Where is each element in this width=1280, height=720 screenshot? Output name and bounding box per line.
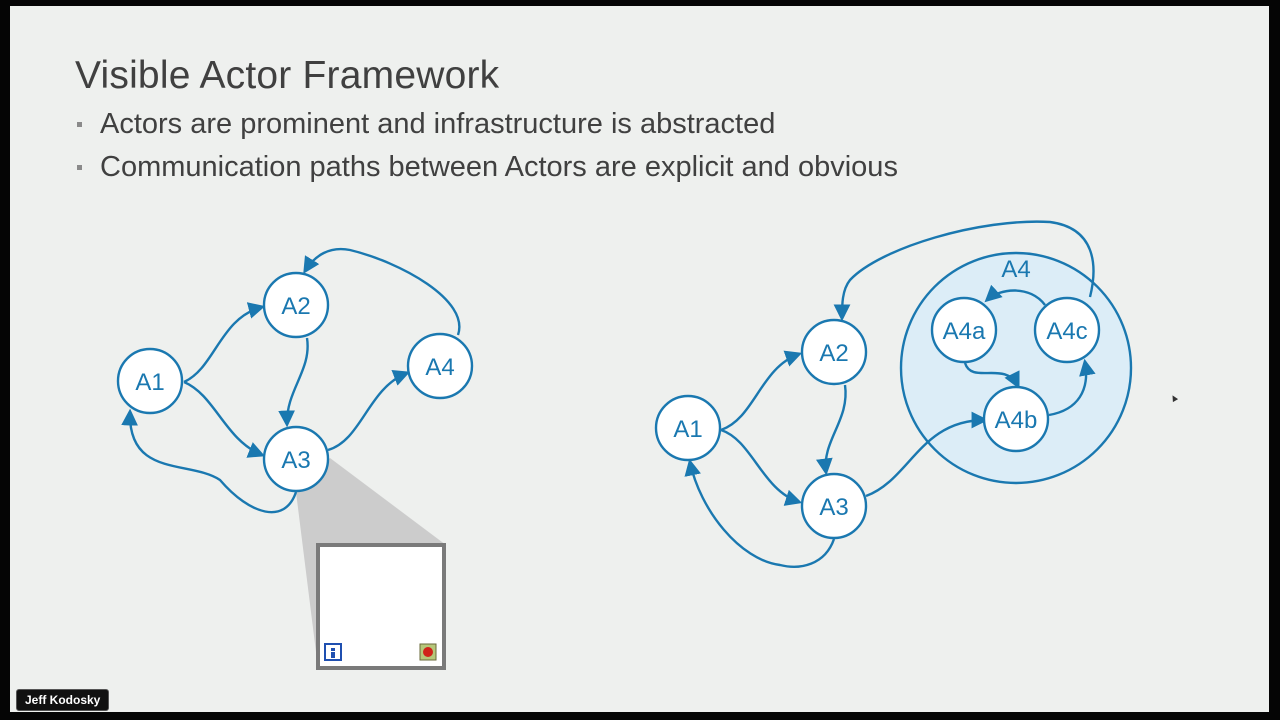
- edge-r-a4c-a2: [833, 220, 1095, 322]
- info-icon: [324, 643, 342, 661]
- right-node-a3: A3: [800, 472, 868, 540]
- right-diagram: A4 A1 A2 A3 A4a A4b: [654, 220, 1133, 568]
- bullet-marker-icon: [77, 122, 82, 127]
- left-node-a3: A3: [262, 425, 330, 493]
- left-node-a1: A1: [116, 347, 184, 415]
- left-node-a2: A2: [262, 271, 330, 339]
- bullet-item: Actors are prominent and infrastructure …: [75, 106, 898, 149]
- node-label: A2: [819, 340, 848, 367]
- slide-title: Visible Actor Framework: [75, 54, 500, 97]
- bullet-list: Actors are prominent and infrastructure …: [75, 106, 898, 192]
- node-label: A2: [281, 293, 310, 320]
- bullet-item: Communication paths between Actors are e…: [75, 149, 898, 192]
- bullet-text: Communication paths between Actors are e…: [100, 151, 898, 183]
- node-label: A3: [281, 447, 310, 474]
- edge-a1-a3: [183, 380, 266, 458]
- bullet-text: Actors are prominent and infrastructure …: [100, 108, 776, 140]
- edge-a4-a2: [303, 247, 461, 336]
- edge-r-a4c-a4a: [984, 284, 1046, 306]
- node-label: A1: [673, 416, 702, 443]
- right-node-a2: A2: [800, 318, 868, 386]
- edge-r-a2-a3: [816, 384, 847, 476]
- node-label: A4b: [995, 407, 1038, 434]
- right-node-a4c: A4c: [1033, 296, 1101, 364]
- speaker-name-tag: Jeff Kodosky: [16, 689, 110, 711]
- edge-r-a1-a2: [720, 350, 803, 432]
- edge-r-a4b-a4c: [1048, 358, 1096, 417]
- edge-r-a4a-a4b: [963, 362, 1020, 390]
- bullet-marker-icon: [77, 165, 82, 170]
- stop-icon: [419, 643, 437, 661]
- edge-a1-a2: [183, 302, 266, 384]
- edge-r-a3-a4b: [865, 411, 989, 498]
- edge-a3-a4: [327, 370, 411, 452]
- edge-a3-a1: [121, 408, 298, 514]
- front-panel-window: [316, 543, 446, 670]
- group-label: A4: [1001, 256, 1030, 283]
- node-label: A1: [135, 369, 164, 396]
- right-node-a4b: A4b: [982, 385, 1050, 453]
- left-node-a4: A4: [406, 332, 474, 400]
- right-node-a4a: A4a: [930, 296, 998, 364]
- node-label: A3: [819, 494, 848, 521]
- edge-r-a1-a3: [720, 428, 803, 506]
- node-label: A4a: [943, 318, 986, 345]
- edge-a2-a3: [278, 337, 309, 428]
- right-node-a1: A1: [654, 394, 722, 462]
- node-label: A4: [425, 354, 454, 381]
- edge-r-a3-a1: [684, 458, 836, 568]
- node-label: A4c: [1046, 318, 1087, 345]
- left-diagram: A1 A2 A3 A4: [116, 247, 474, 670]
